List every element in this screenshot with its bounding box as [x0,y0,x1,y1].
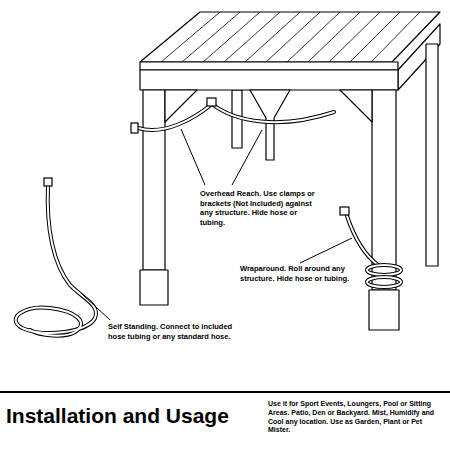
usage-caption: Use it for Sport Events, Loungers, Pool … [268,400,444,435]
post [372,90,396,290]
callout-text: Overhead Reach. Use clamps or brackets (… [200,189,322,227]
post [143,90,165,270]
callout-text: Self Standing. Connect to included hose … [108,322,236,341]
overhead-hose [131,98,334,133]
leader-lines [82,129,352,320]
knee-brace [340,90,372,122]
post-base [140,270,168,305]
roof-slats [161,12,420,62]
fascia [140,62,398,70]
back-post [426,44,438,266]
roof [140,12,440,62]
center-brace [250,90,290,160]
post-base [369,290,399,330]
page-title: Installation and Usage [6,404,229,427]
divider-rule [0,391,450,393]
callout-text: Wraparound. Roll around any structure. H… [240,264,358,283]
self-standing-hose [16,178,96,336]
front-beam [140,70,398,90]
